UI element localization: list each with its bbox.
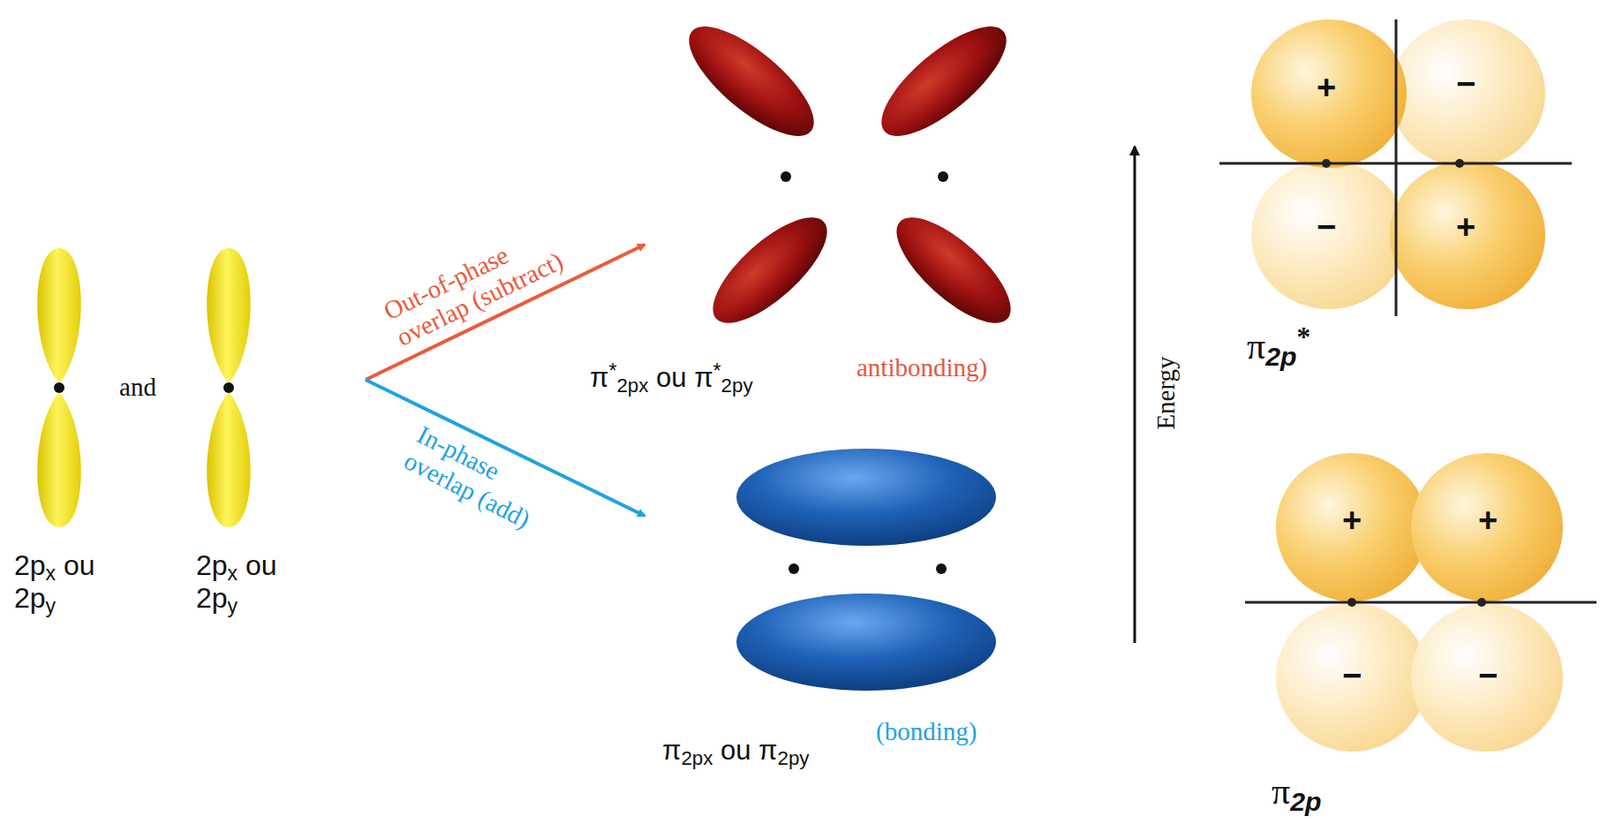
mo-type-label: antibonding)	[856, 353, 988, 383]
orbital-label: 2px ou 2py	[14, 549, 112, 615]
axis-label: Energy	[1151, 355, 1181, 430]
mo-label: π2p*	[1246, 324, 1311, 368]
phase-sign: +	[1478, 501, 1498, 541]
connector-word: and	[119, 372, 157, 402]
phase-sign: +	[1456, 208, 1476, 248]
arrow-label: Out-of-phase overlap (subtract)	[378, 212, 583, 354]
mo-label: π*2px ou π*2py	[589, 362, 754, 394]
phase-sign: −	[1478, 656, 1498, 696]
mo-type-label: (bonding)	[875, 716, 977, 747]
phase-sign: −	[1342, 656, 1362, 696]
phase-sign: −	[1316, 208, 1336, 248]
phase-sign: −	[1456, 65, 1476, 105]
arrow-label: In-phase overlap (add)	[399, 420, 564, 544]
mo-label: π2px ou π2py	[662, 734, 809, 767]
orbital-label: 2px ou 2py	[196, 549, 294, 615]
phase-sign: +	[1342, 501, 1362, 541]
phase-sign: +	[1316, 68, 1336, 108]
mo-label: π2p	[1271, 769, 1322, 813]
